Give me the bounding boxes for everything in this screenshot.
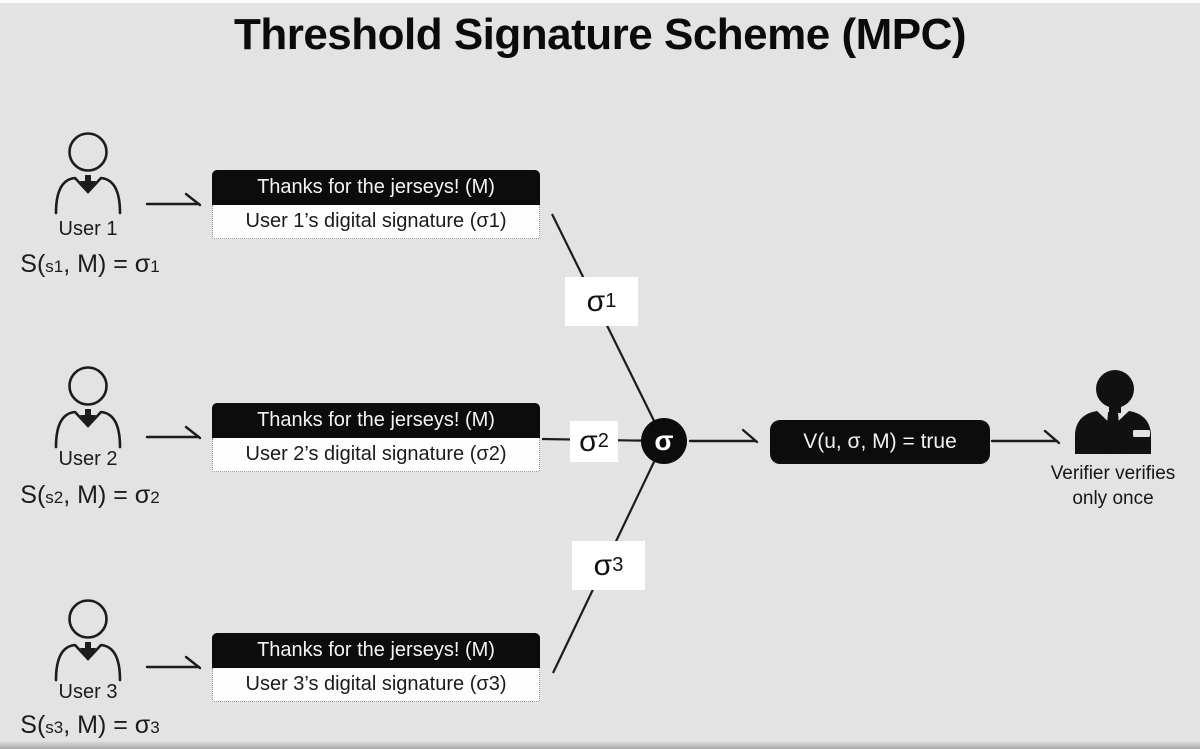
user1-name: User 1 <box>58 218 118 240</box>
formula-open: S( <box>20 711 46 739</box>
signature-text: User 3’s digital signature (σ3) <box>212 668 540 702</box>
message-text: Thanks for the jerseys! (M) <box>212 633 540 668</box>
user1-formula: S(s1, M) = σ1 <box>20 250 159 279</box>
message-text: Thanks for the jerseys! (M) <box>212 403 540 438</box>
aggregate-sigma-symbol: σ <box>654 425 674 456</box>
formula-key: s3 <box>45 718 64 737</box>
formula-mid: , M) = σ <box>63 481 151 509</box>
sigma-subscript: 1 <box>605 290 617 312</box>
user3-icon <box>54 599 122 682</box>
formula-sub: 2 <box>150 488 160 507</box>
top-edge-strip <box>0 0 1200 3</box>
verifier-caption-line2: only once <box>1072 488 1154 509</box>
aggregate-sigma-circle: σ <box>641 418 687 464</box>
formula-sub: 3 <box>150 718 160 737</box>
user3-name: User 3 <box>58 681 118 703</box>
verification-box: V(u, σ, M) = true <box>770 420 990 464</box>
user1-icon <box>54 132 122 215</box>
line-sigma1 <box>551 213 665 442</box>
page-title: Threshold Signature Scheme (MPC) <box>233 10 967 59</box>
user3-formula: S(s3, M) = σ3 <box>20 711 159 740</box>
arrow-user1-to-message-icon <box>145 192 202 207</box>
message-text: Thanks for the jerseys! (M) <box>212 170 540 205</box>
sigma-symbol: σ <box>586 284 606 318</box>
formula-key: s2 <box>45 488 64 507</box>
arrow-verification-to-verifier-icon <box>990 429 1061 445</box>
user3-message-box: Thanks for the jerseys! (M) User 3’s dig… <box>212 633 540 702</box>
sigma-subscript: 3 <box>612 554 624 576</box>
verifier-icon <box>1075 370 1151 454</box>
arrow-sigma-to-verification-icon <box>688 428 759 444</box>
formula-open: S( <box>20 250 46 278</box>
user2-icon <box>54 366 122 449</box>
signature-text: User 2’s digital signature (σ2) <box>212 438 540 472</box>
verifier-caption-line1: Verifier verifies <box>1050 463 1176 484</box>
formula-sub: 1 <box>150 257 160 276</box>
sigma-symbol: σ <box>579 424 598 458</box>
signature-text: User 1’s digital signature (σ1) <box>212 205 540 239</box>
formula-key: s1 <box>45 257 64 276</box>
user2-formula: S(s2, M) = σ2 <box>20 481 159 510</box>
formula-open: S( <box>20 481 46 509</box>
arrow-user3-to-message-icon <box>145 655 202 670</box>
formula-mid: , M) = σ <box>63 711 151 739</box>
sigma-subscript: 2 <box>597 430 609 452</box>
formula-mid: , M) = σ <box>63 250 151 278</box>
sigma-symbol: σ <box>593 548 613 582</box>
user1-message-box: Thanks for the jerseys! (M) User 1’s dig… <box>212 170 540 239</box>
user2-name: User 2 <box>58 448 118 470</box>
verifier-caption: Verifier verifies only once <box>1003 461 1200 511</box>
bottom-edge-strip <box>0 741 1200 749</box>
user2-message-box: Thanks for the jerseys! (M) User 2’s dig… <box>212 403 540 472</box>
arrow-user2-to-message-icon <box>145 425 202 440</box>
